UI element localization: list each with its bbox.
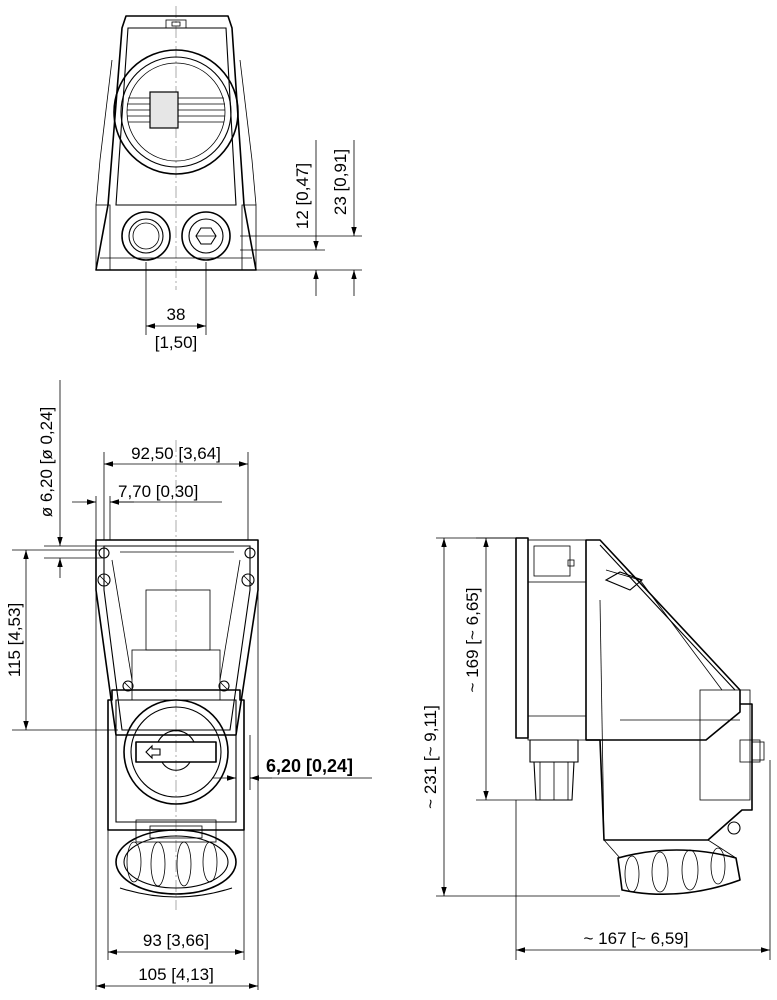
side-view-dimensions: ~ 231 [~ 9,11] ~ 169 [~ 6,65] ~ 167 [~ 6…	[421, 537, 771, 960]
front-view	[95, 440, 259, 910]
front-view-dimensions: 92,50 [3,64] 7,70 [0,30] ø 6,20 [ø 0,24]…	[5, 380, 372, 990]
dim-38: 38	[167, 305, 186, 324]
dim-38-inch: [1,50]	[155, 333, 198, 352]
top-view-dimensions: 38 [1,50] 12 [0,47] 23 [0,91]	[145, 140, 362, 352]
dim-hole-diameter: ø 6,20 [ø 0,24]	[37, 407, 56, 518]
dim-105: 105 [4,13]	[138, 965, 214, 984]
socket-grip-ribs	[126, 841, 218, 887]
dim-231: ~ 231 [~ 9,11]	[421, 705, 440, 809]
dim-93: 93 [3,66]	[143, 931, 209, 950]
side-socket-ribs	[624, 847, 726, 893]
dim-92-50: 92,50 [3,64]	[131, 444, 221, 463]
side-view	[515, 537, 765, 896]
dim-169: ~ 169 [~ 6,65]	[463, 588, 482, 693]
top-view	[95, 6, 257, 290]
dim-7-70: 7,70 [0,30]	[118, 482, 198, 501]
dim-167: ~ 167 [~ 6,59]	[584, 929, 689, 948]
dim-6-20: 6,20 [0,24]	[266, 756, 353, 776]
dim-23: 23 [0,91]	[331, 149, 350, 215]
dim-115: 115 [4,53]	[5, 603, 24, 677]
dim-12: 12 [0,47]	[293, 163, 312, 229]
switch-ribs-top	[127, 91, 225, 129]
